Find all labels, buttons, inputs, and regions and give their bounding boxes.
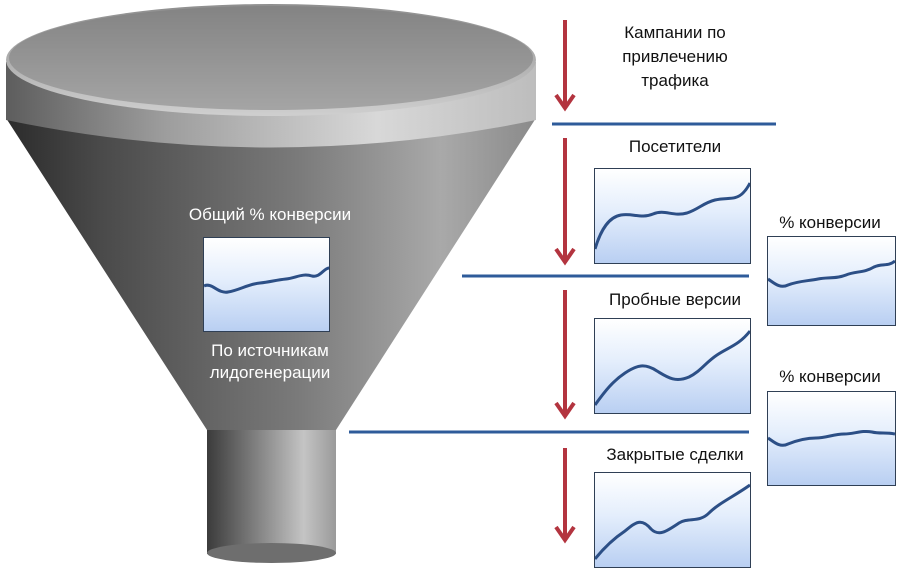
visitors-to-trials-conversion-label: % конверсии [779, 213, 881, 232]
line-chart-icon [594, 168, 751, 264]
line-chart-icon [767, 391, 896, 486]
trials-to-deals-conversion-label: % конверсии [779, 367, 881, 386]
down-arrow-icon [554, 20, 576, 112]
line-chart-icon [594, 318, 751, 414]
funnel-top [6, 4, 536, 116]
campaigns-label-line3: трафика [641, 71, 709, 90]
lead-sources-label-line1: По источникам [211, 341, 329, 360]
closed-deals-label: Закрытые сделки [606, 445, 744, 464]
visitors-label: Посетители [628, 137, 722, 156]
funnel-spout-bottom [207, 543, 336, 563]
line-chart-icon [203, 237, 330, 332]
campaigns-label-line2: привлечению [622, 47, 728, 66]
overall-conversion-label: Общий % конверсии [188, 205, 352, 224]
down-arrow-icon [554, 290, 576, 420]
funnel-spout [207, 424, 336, 554]
lead-sources-label-line2: лидогенерации [209, 363, 331, 382]
down-arrow-icon [554, 138, 576, 266]
trials-label: Пробные версии [609, 290, 741, 309]
down-arrow-icon [554, 448, 576, 544]
funnel-top-inner [9, 6, 533, 110]
campaigns-label-line1: Кампании по [624, 23, 726, 42]
line-chart-icon [767, 236, 896, 326]
line-chart-icon [594, 472, 751, 568]
